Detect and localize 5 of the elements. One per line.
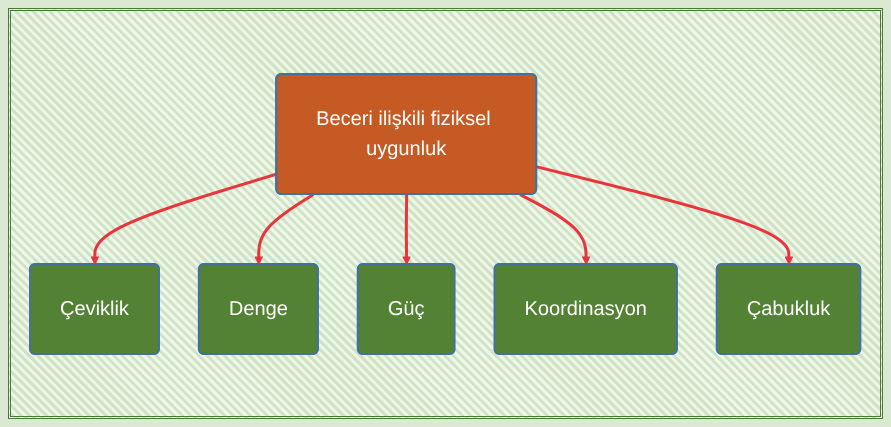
arrow: [536, 164, 794, 264]
arrow: [90, 172, 278, 264]
arrow: [254, 192, 314, 264]
arrow: [520, 192, 591, 264]
arrow: [402, 194, 412, 264]
